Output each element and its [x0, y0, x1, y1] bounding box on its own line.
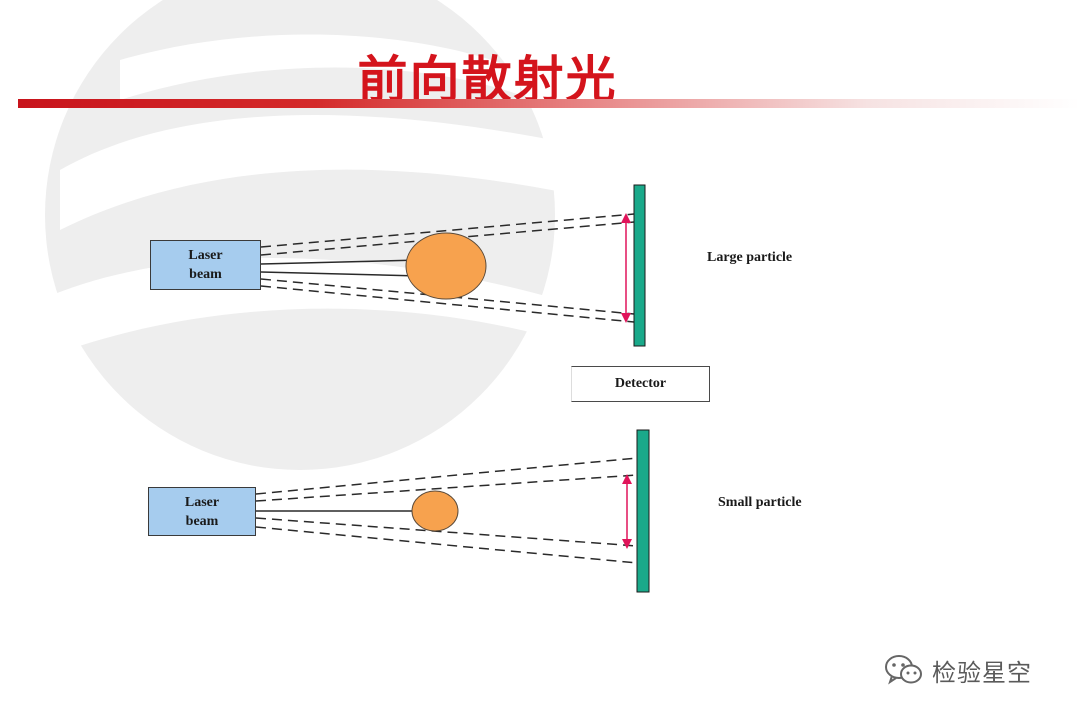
detector-label: Detector [571, 366, 710, 402]
watermark-text: 检验星空 [932, 658, 1032, 687]
laser-label-line1: Laser [184, 494, 220, 510]
large-particle-label: Large particle [707, 250, 793, 265]
laser-beam-box-top: Laser beam [150, 240, 261, 290]
small-particle-label: Small particle [718, 495, 802, 510]
top-detector-plate [633, 184, 646, 347]
wechat-icon [885, 655, 922, 685]
laser-beam-box-bottom: Laser beam [148, 487, 256, 536]
watermark: 检验星空 [884, 650, 1032, 690]
small-particle [411, 490, 459, 532]
bottom-detector-plate [636, 429, 650, 593]
large-particle [405, 232, 487, 300]
laser-label-line2: beam [185, 513, 219, 529]
bottom-beam-lines [255, 457, 638, 564]
top-beam-lines [260, 213, 635, 323]
laser-label-line2: beam [189, 267, 222, 282]
title-underline [18, 99, 1080, 108]
laser-label-line1: Laser [188, 248, 223, 263]
